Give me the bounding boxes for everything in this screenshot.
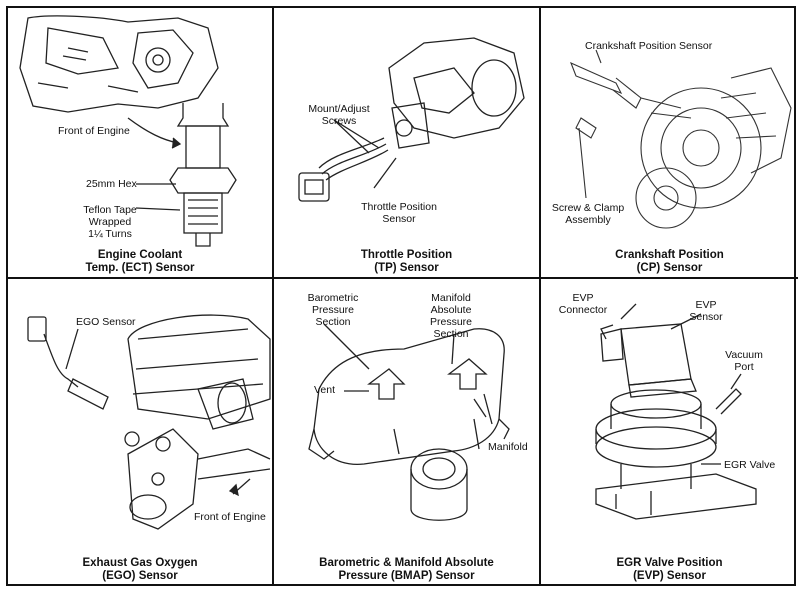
label-evp-connector: EVP Connector <box>558 292 608 316</box>
caption-evp-sensor: EGR Valve Position (EVP) Sensor <box>616 557 723 582</box>
label-vacuum-port: Vacuum Port <box>725 349 763 373</box>
panel-evp-sensor: EVP Connector EVP Sensor Vacuum Port EGR… <box>541 279 798 584</box>
panel-cp-sensor: Crankshaft Position Sensor Screw & Clamp… <box>541 8 798 279</box>
label-manifold: Manifold <box>488 441 528 453</box>
evp-sensor-illustration <box>595 303 757 520</box>
label-barometric-pressure-section: Barometric Pressure Section <box>307 292 359 328</box>
label-ego-sensor: EGO Sensor <box>76 316 136 328</box>
label-front-of-engine-ego: Front of Engine <box>194 511 266 523</box>
sensor-diagram-grid: Front of Engine 25mm Hex Teflon Tape Wra… <box>6 6 798 586</box>
label-screw-clamp-assembly: Screw & Clamp Assembly <box>551 202 625 226</box>
label-25mm-hex: 25mm Hex <box>86 178 137 190</box>
label-mount-adjust-screws: Mount/Adjust Screws <box>308 103 370 127</box>
tp-sensor-illustration <box>298 37 525 202</box>
panel-bmap-sensor: Barometric Pressure Section Manifold Abs… <box>274 279 541 584</box>
label-teflon-tape: Teflon Tape Wrapped 1¼ Turns <box>83 204 137 240</box>
label-vent: Vent <box>314 384 336 396</box>
label-crankshaft-position-sensor: Crankshaft Position Sensor <box>585 40 713 52</box>
label-front-of-engine: Front of Engine <box>58 125 130 137</box>
cp-sensor-illustration <box>570 49 792 229</box>
caption-ect-sensor: Engine Coolant Temp. (ECT) Sensor <box>85 249 195 274</box>
label-egr-valve: EGR Valve <box>724 459 776 471</box>
caption-cp-sensor: Crankshaft Position (CP) Sensor <box>615 249 724 274</box>
caption-ego-sensor: Exhaust Gas Oxygen (EGO) Sensor <box>82 557 198 582</box>
ego-sensor-illustration <box>27 314 271 530</box>
label-evp-sensor: EVP Sensor <box>689 299 723 323</box>
caption-bmap-sensor: Barometric & Manifold Absolute Pressure … <box>319 557 494 582</box>
caption-tp-sensor: Throttle Position (TP) Sensor <box>360 249 453 274</box>
label-throttle-position-sensor: Throttle Position Sensor <box>361 201 437 225</box>
panel-ect-sensor: Front of Engine 25mm Hex Teflon Tape Wra… <box>8 8 274 279</box>
ect-sensor-illustration <box>19 15 237 247</box>
bmap-sensor-illustration <box>308 323 510 521</box>
panel-tp-sensor: Mount/Adjust Screws Throttle Position Se… <box>274 8 541 279</box>
label-manifold-absolute-pressure-section: Manifold Absolute Pressure Section <box>429 292 472 340</box>
panel-ego-sensor: EGO Sensor Front of Engine Exhaust Gas O… <box>8 279 274 584</box>
